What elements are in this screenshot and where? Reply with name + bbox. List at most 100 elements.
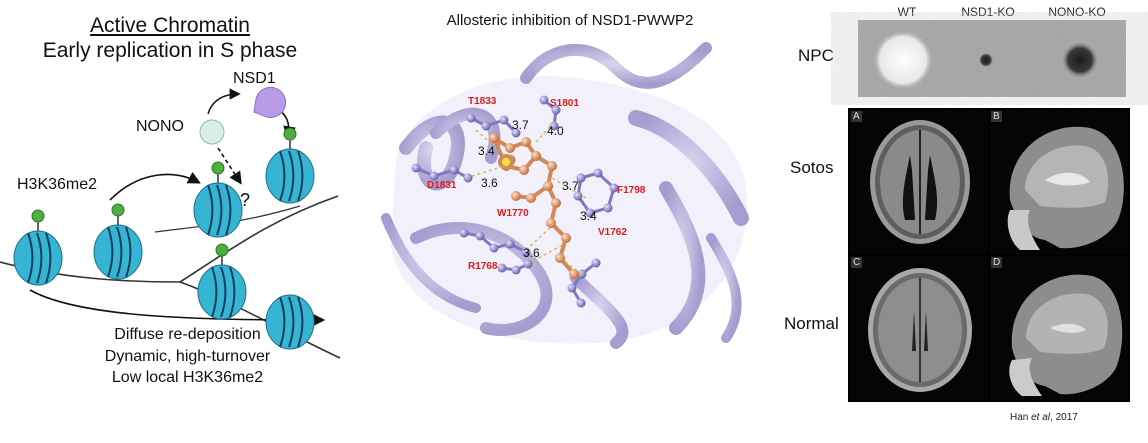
nucleosome xyxy=(13,209,63,286)
diffuse-line-1: Diffuse re-deposition xyxy=(114,326,261,343)
nono-label: NONO xyxy=(136,118,184,135)
ligand-atom xyxy=(521,137,531,147)
panel-title-active-chromatin: Active Chromatin xyxy=(90,14,250,37)
hydrogen-bond xyxy=(551,177,587,199)
residue-atom xyxy=(603,203,613,213)
mri-sotos-axial xyxy=(850,110,988,254)
h3k36me2-mark xyxy=(211,161,225,175)
residue-atom xyxy=(551,105,561,115)
row-label-sotos: Sotos xyxy=(790,158,834,177)
residue-atom xyxy=(505,239,515,249)
residue-atom xyxy=(576,298,586,308)
panel-subtitle-early-replication: Early replication in S phase xyxy=(42,39,298,62)
nsd1-enzyme xyxy=(253,86,287,118)
residue-atom xyxy=(459,228,469,238)
residue-atom xyxy=(449,165,459,175)
h3k36me2-mark xyxy=(31,209,45,223)
hydrogen-bond xyxy=(535,121,555,143)
row-label-normal: Normal xyxy=(784,314,839,333)
nsd1-ko-colony xyxy=(978,52,994,68)
ligand-atom xyxy=(505,143,515,153)
residue-atom xyxy=(499,115,509,125)
residue-atom xyxy=(497,263,507,273)
residue-d1831: D1831 xyxy=(427,180,457,191)
ligand-atom xyxy=(546,218,556,228)
residue-r1768: R1768 xyxy=(468,261,498,272)
residue-atom xyxy=(511,128,521,138)
ligand-atom xyxy=(489,133,499,143)
citation: Han et al, 2017 xyxy=(1010,412,1078,423)
diffuse-line-3: Low local H3K36me2 xyxy=(111,369,264,386)
h3k36me2-label: H3K36me2 xyxy=(17,176,98,193)
residue-atom xyxy=(573,191,583,201)
citation-prefix: Han xyxy=(1010,412,1032,423)
distance-label: 4.0 xyxy=(547,124,564,138)
sulfur-atom xyxy=(498,154,514,170)
distance-label: 3.4 xyxy=(580,209,597,223)
nucleosome xyxy=(93,203,143,280)
ligand-atom xyxy=(511,191,521,201)
citation-suffix: , 2017 xyxy=(1050,412,1078,423)
residue-atom xyxy=(567,283,577,293)
nono-protein xyxy=(199,119,225,145)
mri-letter-a: A xyxy=(851,111,862,122)
distance-label: 3.4 xyxy=(478,144,495,158)
question-mark: ? xyxy=(240,190,251,210)
hydrogen-bond xyxy=(475,129,497,149)
residue-atom xyxy=(593,168,603,178)
mri-normal-axial xyxy=(850,256,988,400)
nono-ko-colony xyxy=(1060,40,1100,80)
ligand-atom xyxy=(561,233,571,243)
ligand-atom xyxy=(555,253,565,263)
chromatin-diagram xyxy=(0,86,341,359)
hydrogen-bond xyxy=(527,242,567,265)
residue-atom xyxy=(429,171,439,181)
hydrogen-bond xyxy=(559,257,583,275)
residue-atom xyxy=(511,265,521,275)
genotype-nsd1-ko: NSD1-KO xyxy=(961,5,1015,19)
row-label-npc: NPC xyxy=(798,46,834,65)
h3k36me2-mark xyxy=(215,243,229,257)
distance-label: 3.6 xyxy=(481,176,498,190)
protein-structure xyxy=(381,42,749,349)
npc-micrograph xyxy=(858,20,1126,97)
mri-letter-b: B xyxy=(991,111,1002,122)
residue-s1801: S1801 xyxy=(550,98,579,109)
mri-grid: A B C D xyxy=(848,108,1130,402)
nucleosome xyxy=(193,161,243,238)
mri-letter-c: C xyxy=(851,257,863,268)
dna-strand-leading xyxy=(179,195,339,283)
ligand-atom xyxy=(531,151,541,161)
arrow-deposition-upper xyxy=(109,171,201,201)
residue-atom xyxy=(576,173,586,183)
residue-w1770: W1770 xyxy=(497,208,529,219)
residue-atom xyxy=(609,183,619,193)
residue-atom xyxy=(481,121,491,131)
diffuse-line-2: Dynamic, high-turnover xyxy=(104,348,271,365)
residue-atom xyxy=(411,163,421,173)
residue-atom xyxy=(591,258,601,268)
ligand-atom xyxy=(547,161,557,171)
residue-t1833: T1833 xyxy=(468,96,497,107)
distance-label: 3.7 xyxy=(512,118,529,132)
residue-atom xyxy=(585,208,595,218)
residue-atom xyxy=(539,95,549,105)
residue-atom xyxy=(489,243,499,253)
genotype-wt: WT xyxy=(897,5,917,19)
hydrogen-bond xyxy=(525,223,555,251)
residue-atom xyxy=(466,113,476,123)
ligand-atom xyxy=(551,198,561,208)
distance-label: 3.6 xyxy=(523,246,540,260)
h3k36me2-mark xyxy=(283,127,297,141)
nucleosome xyxy=(265,127,315,204)
ligand-atom xyxy=(543,181,553,191)
wt-colony xyxy=(872,29,934,91)
mri-letter-d: D xyxy=(991,257,1003,268)
hydrogen-bond xyxy=(465,165,505,179)
distance-label: 3.7 xyxy=(562,179,579,193)
nucleosome xyxy=(265,294,315,350)
ligand-atom xyxy=(519,165,529,175)
h3k36me2-mark xyxy=(111,203,125,217)
nsd1-label: NSD1 xyxy=(233,70,276,87)
genotype-nono-ko: NONO-KO xyxy=(1048,5,1106,19)
